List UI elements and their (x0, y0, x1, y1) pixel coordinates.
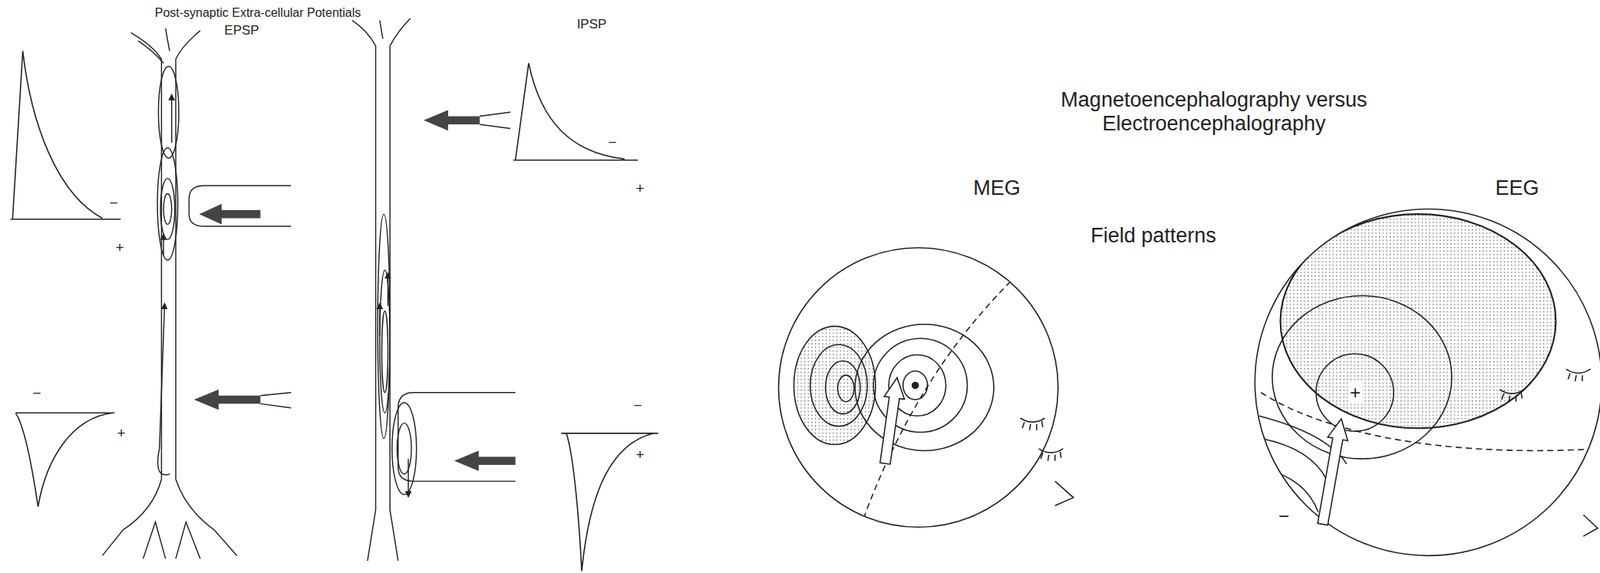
method-label: MEG (971, 176, 1023, 201)
polarity-sign: + (633, 446, 646, 464)
polarity-sign: + (115, 425, 127, 443)
polarity-sign: + (1348, 382, 1363, 404)
panel-title: Post-synaptic Extra-cellular Potentials (153, 6, 363, 20)
polarity-sign: − (30, 385, 43, 403)
panel-heading: Magnetoencephalography versus Electroenc… (1032, 88, 1396, 136)
polarity-sign: − (631, 397, 644, 415)
polarity-sign: + (633, 180, 646, 198)
ipsp-neuron (352, 18, 516, 561)
epsp-neuron (102, 28, 291, 559)
wave-label: EPSP (222, 23, 261, 39)
polarity-sign: + (113, 239, 126, 257)
wave-label: IPSP (575, 16, 609, 33)
waveforms (10, 50, 659, 571)
method-label: Field patterns (1088, 224, 1218, 248)
eeg-head (1254, 208, 1600, 556)
meg-head (778, 247, 1074, 528)
synapse-arrows (194, 110, 516, 472)
polarity-sign: − (606, 134, 618, 152)
method-label: EEG (1493, 176, 1541, 201)
polarity-sign: − (107, 194, 119, 212)
polarity-sign: − (1276, 505, 1291, 528)
